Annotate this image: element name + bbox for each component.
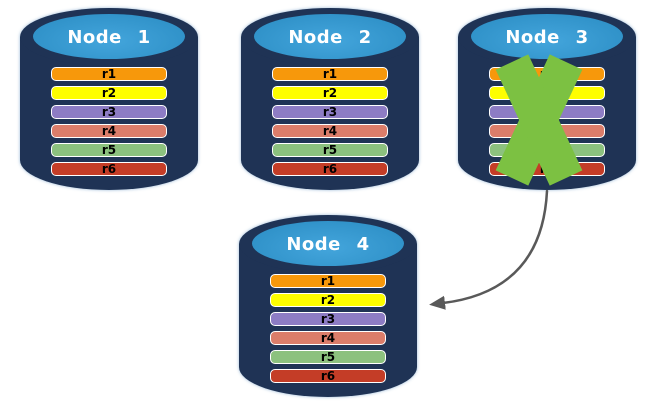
- cylinder-top-face: [254, 14, 406, 59]
- node-title: Node 2: [288, 27, 372, 48]
- node-1: Node 1 r1 r2 r3 r4 r5 r6: [20, 8, 198, 190]
- row-r1: r1: [272, 67, 388, 81]
- row-r2: r2: [272, 86, 388, 100]
- cylinder-top-face: [33, 14, 185, 59]
- row-r6: r6: [51, 162, 167, 176]
- node-4: Node 4 r1 r2 r3 r4 r5 r6: [239, 215, 417, 397]
- row-r3: r3: [272, 105, 388, 119]
- node-title: Node 3: [505, 27, 589, 48]
- node-title: Node 1: [67, 27, 151, 48]
- replica-rows: r1 r2 r3 r4 r5 r6: [270, 274, 386, 388]
- row-r6: r6: [270, 369, 386, 383]
- node-title: Node 4: [286, 234, 370, 255]
- database-cylinder: Node 4 r1 r2 r3 r4 r5 r6: [239, 215, 417, 397]
- database-cylinder: Node 1 r1 r2 r3 r4 r5 r6: [20, 8, 198, 190]
- row-r6: r6: [272, 162, 388, 176]
- row-r4: r4: [270, 331, 386, 345]
- row-r1: r1: [270, 274, 386, 288]
- row-r4: r4: [272, 124, 388, 138]
- row-r5: r5: [272, 143, 388, 157]
- row-r1: r1: [51, 67, 167, 81]
- arrow-curve: [429, 189, 549, 310]
- row-r2: r2: [270, 293, 386, 307]
- row-r2: r2: [51, 86, 167, 100]
- replica-rows: r1 r2 r3 r4 r5 r6: [51, 67, 167, 181]
- row-r5: r5: [270, 350, 386, 364]
- row-r5: r5: [51, 143, 167, 157]
- node-3: Node 3 r1 r2 r3 r4 r5 r6: [458, 8, 636, 190]
- row-r3: r3: [270, 312, 386, 326]
- cylinder-top-face: [471, 14, 623, 59]
- row-r4: r4: [51, 124, 167, 138]
- cylinder-top-face: [252, 221, 404, 266]
- failure-x-icon: [495, 54, 583, 186]
- database-cylinder: Node 3 r1 r2 r3 r4 r5 r6: [458, 8, 636, 190]
- replica-rows: r1 r2 r3 r4 r5 r6: [272, 67, 388, 181]
- row-r3: r3: [51, 105, 167, 119]
- database-cylinder: Node 2 r1 r2 r3 r4 r5 r6: [241, 8, 419, 190]
- node-2: Node 2 r1 r2 r3 r4 r5 r6: [241, 8, 419, 190]
